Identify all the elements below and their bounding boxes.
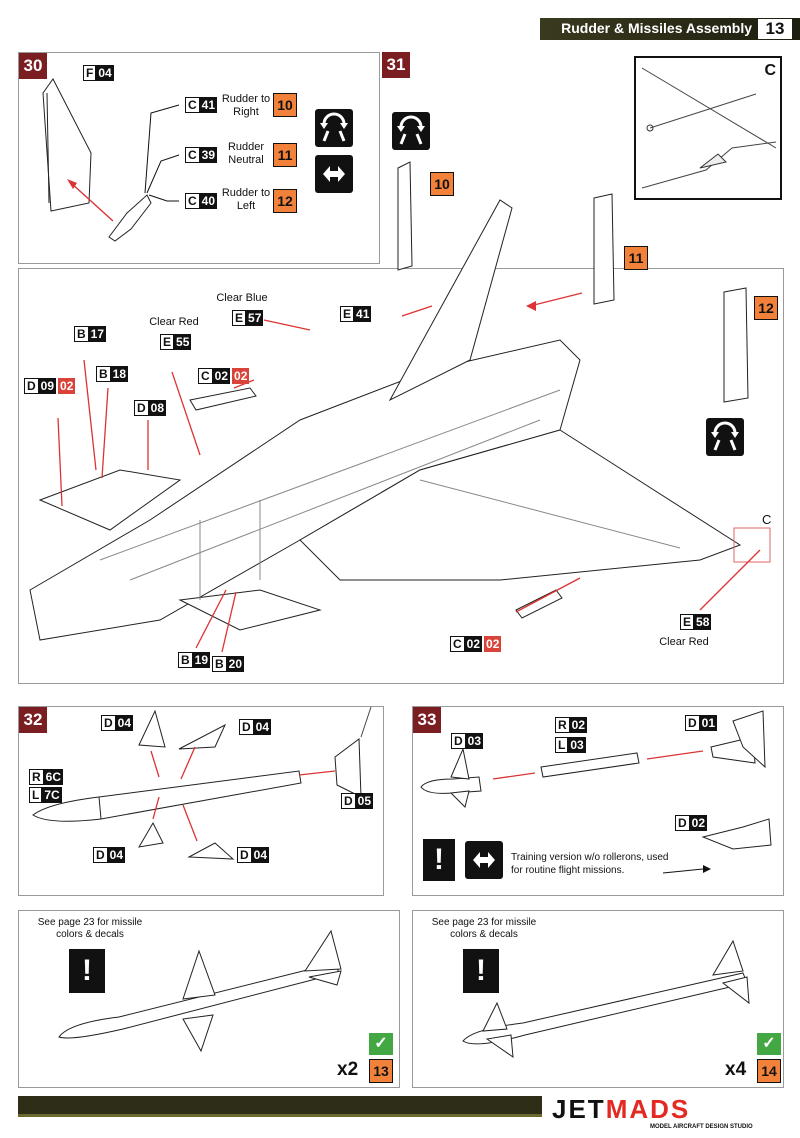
option-badge-10: 10 [273, 93, 297, 117]
exclamation-icon: ! [423, 839, 455, 881]
step-31-number: 31 [382, 52, 410, 78]
option-label-right: Rudder to Right [221, 93, 271, 118]
step-number: 30 [19, 53, 47, 79]
rotate-both-icon [706, 418, 744, 456]
option-badge-11: 11 [273, 143, 297, 167]
swap-arrows-icon [315, 155, 353, 193]
rotate-both-icon [392, 112, 430, 150]
detail-c-label: C [764, 62, 776, 79]
step-number: 32 [19, 707, 47, 733]
quantity-multiplier: x4 [725, 1059, 747, 1080]
detail-c-marker: C [762, 512, 772, 527]
final-missile-left-panel: See page 23 for missile colors & decals … [18, 910, 400, 1088]
final-missile-right-drawing [462, 939, 750, 1059]
option-badge-14: 14 [757, 1059, 781, 1083]
label-clear-red-top: Clear Red [149, 316, 199, 328]
option-badge-10: 10 [430, 172, 454, 196]
rotate-both-icon [315, 109, 353, 147]
colors-note: See page 23 for missile colors & decals [431, 917, 537, 940]
label-clear-red-bottom: Clear Red [659, 636, 709, 648]
brand-logo: JETMADS [552, 1094, 691, 1124]
footer-bar [18, 1096, 542, 1117]
option-badge-12: 12 [754, 296, 778, 320]
page-header: Rudder & Missiles Assembly 13 [540, 18, 800, 40]
missile-33-drawing [420, 710, 772, 874]
colors-note: See page 23 for missile colors & decals [37, 917, 143, 940]
option-badge-11: 11 [624, 246, 648, 270]
exclamation-icon: ! [69, 949, 105, 993]
option-badge-12: 12 [273, 189, 297, 213]
page-number: 13 [758, 19, 792, 39]
rudder-drawing [42, 78, 180, 242]
final-missile-left-drawing [58, 929, 342, 1053]
step-number: 33 [413, 707, 441, 733]
option-label-neutral: Rudder Neutral [227, 141, 265, 166]
aircraft-drawing [29, 161, 771, 653]
check-icon: ✓ [369, 1033, 393, 1055]
check-icon: ✓ [757, 1033, 781, 1055]
missile-32-drawing [32, 706, 372, 860]
swap-arrows-icon [465, 841, 503, 879]
option-badge-13: 13 [369, 1059, 393, 1083]
training-note: Training version w/o rollerons, used for… [511, 852, 669, 876]
brand-subtitle: MODEL AIRCRAFT DESIGN STUDIO [650, 1124, 753, 1130]
page-title: Rudder & Missiles Assembly [561, 20, 752, 36]
exclamation-icon: ! [463, 949, 499, 993]
option-label-left: Rudder to Left [221, 187, 271, 212]
detail-c-box: C [634, 56, 782, 200]
quantity-multiplier: x2 [337, 1059, 359, 1080]
label-clear-blue: Clear Blue [216, 292, 268, 304]
final-missile-right-panel: See page 23 for missile colors & decals … [412, 910, 784, 1088]
